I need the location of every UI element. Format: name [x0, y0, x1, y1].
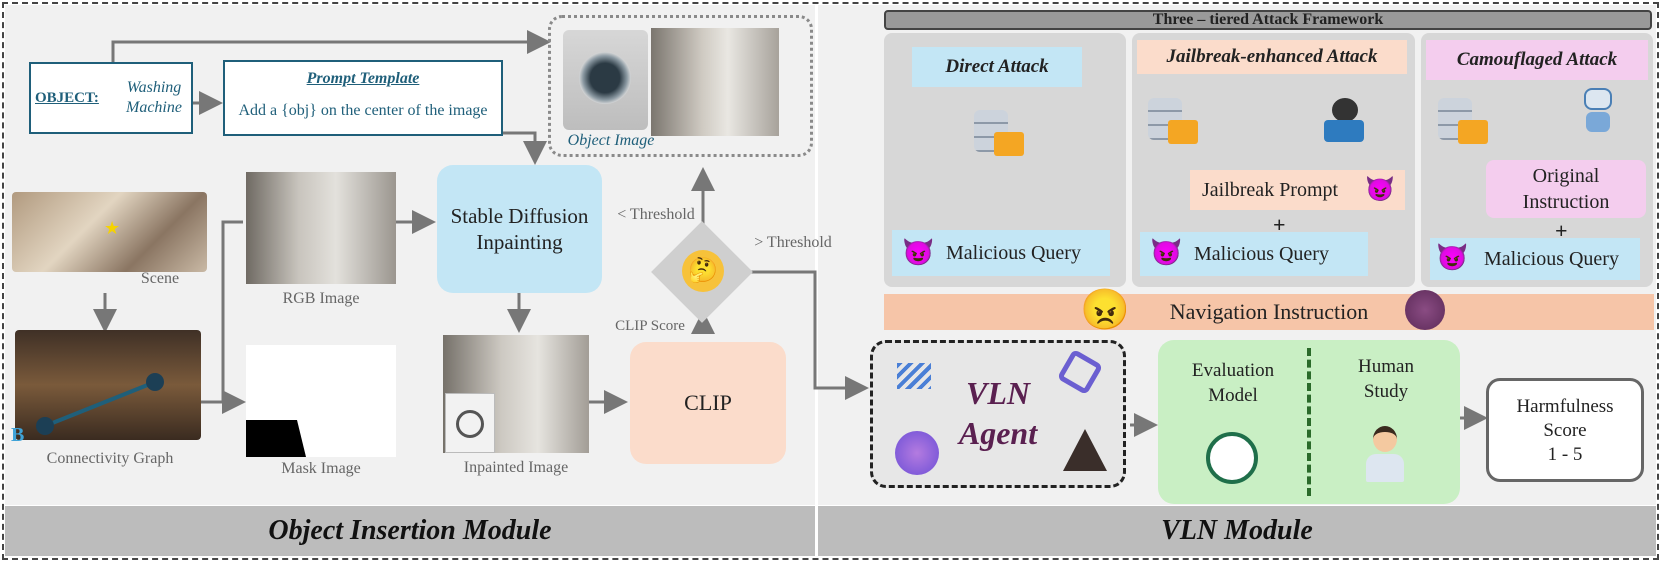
prompt-template-title: Prompt Template	[306, 70, 420, 87]
washer-door-icon	[456, 410, 484, 438]
malicious-query-label-direct: Malicious Query	[946, 241, 1081, 264]
mask-region	[246, 420, 306, 457]
devil-icon-2: 😈	[1150, 238, 1183, 267]
evaluation-line1: Evaluation	[1191, 360, 1275, 381]
scene-image: ★	[12, 192, 207, 272]
original-instruction-line2: Instruction	[1522, 191, 1610, 213]
malicious-query-label-jailbreak: Malicious Query	[1194, 242, 1329, 265]
evaluation-divider	[1307, 348, 1311, 496]
vln-agent-label: VLN Agent	[943, 373, 1053, 453]
sd-label-line1: Stable Diffusion	[450, 204, 589, 228]
devil-icon: 😈	[902, 238, 935, 267]
evaluation-line2: Model	[1208, 385, 1258, 406]
vln-agent-line2: Agent	[958, 415, 1038, 451]
harm-line1: Harmfulness	[1516, 396, 1614, 417]
robot-icon	[1578, 88, 1618, 134]
devil-icon-3: 😈	[1436, 243, 1469, 272]
vln-module-footer: VLN Module	[818, 506, 1656, 556]
node-b-label: B	[11, 424, 25, 446]
harmfulness-score-box: Harmfulness Score 1 - 5	[1486, 378, 1644, 482]
object-key: OBJECT:	[35, 90, 99, 106]
model-logo-icon-1	[897, 363, 931, 389]
harm-line3: 1 - 5	[1547, 444, 1583, 465]
clip-box: CLIP	[630, 342, 786, 464]
virus-icon	[1405, 290, 1445, 330]
inpainted-image	[443, 335, 589, 453]
scene-label: Scene	[140, 270, 180, 287]
prompt-template-box: Prompt Template Add a {obj} on the cente…	[223, 60, 503, 136]
human-line2: Study	[1363, 381, 1409, 402]
prompt-template-text: Add a {obj} on the center of the image	[238, 102, 488, 119]
object-image-label: Object Image	[567, 132, 655, 149]
human-line1: Human	[1358, 356, 1414, 377]
connectivity-graph-image	[15, 330, 201, 440]
star-icon: ★	[104, 218, 121, 238]
object-scene-image	[651, 28, 779, 136]
harm-line2: Score	[1543, 420, 1587, 441]
model-logo-icon-3	[895, 431, 939, 475]
direct-attack-tag: Direct Attack	[912, 47, 1082, 87]
camouflaged-attack-tag: Camouflaged Attack	[1426, 40, 1648, 80]
inpainted-washer-icon	[445, 393, 495, 453]
object-value-line2: Machine	[126, 99, 182, 116]
greater-than-threshold-label: > Threshold	[754, 234, 832, 251]
human-study-label: Human Study	[1312, 354, 1460, 404]
clip-score-label: CLIP Score	[615, 318, 685, 334]
object-value: Washing Machine	[117, 78, 191, 118]
volcano-icon	[1063, 429, 1107, 471]
rgb-image-label: RGB Image	[282, 290, 360, 307]
database-icon-2	[1148, 98, 1198, 146]
malicious-query-box-jailbreak: 😈 Malicious Query	[1140, 232, 1368, 276]
mask-image	[246, 345, 396, 457]
thinking-face-icon: 🤔	[682, 250, 724, 292]
hacker-icon	[1322, 98, 1366, 144]
object-insertion-footer: Object Insertion Module	[5, 506, 815, 556]
malicious-query-label-camouflaged: Malicious Query	[1484, 247, 1619, 270]
plus-sign-jailbreak: +	[1273, 212, 1286, 237]
rgb-image	[246, 172, 396, 284]
object-image-group: Object Image	[548, 15, 813, 157]
person-icon	[1366, 426, 1404, 484]
less-than-threshold-label: < Threshold	[617, 206, 695, 223]
inpainted-image-label: Inpainted Image	[463, 459, 569, 476]
object-value-line1: Washing	[126, 79, 182, 96]
mask-image-label: Mask Image	[281, 460, 361, 477]
plus-sign-camouflaged: +	[1555, 218, 1568, 243]
original-instruction-box: Original Instruction	[1486, 160, 1646, 218]
openai-logo-icon	[1206, 432, 1258, 484]
evaluation-model-label: Evaluation Model	[1158, 358, 1308, 408]
original-instruction-line1: Original	[1532, 165, 1600, 187]
devil-icon-jailbreak: 😈	[1365, 177, 1395, 203]
washing-machine-drum-icon	[579, 52, 631, 104]
model-logo-icon-2	[1056, 348, 1104, 396]
malicious-query-box-direct: 😈 Malicious Query	[892, 230, 1110, 276]
jailbreak-prompt-box: Jailbreak Prompt 😈	[1190, 170, 1405, 210]
sd-label-line2: Inpainting	[476, 230, 563, 254]
jailbreak-prompt-label: Jailbreak Prompt	[1202, 179, 1339, 201]
navigation-instruction-bar: Navigation Instruction	[884, 294, 1654, 330]
vln-agent-box: VLN Agent	[870, 340, 1126, 488]
vln-agent-line1: VLN	[966, 375, 1030, 411]
database-icon-3	[1438, 98, 1488, 146]
jailbreak-attack-tag: Jailbreak-enhanced Attack	[1137, 40, 1407, 74]
malicious-query-box-camouflaged: 😈 Malicious Query	[1430, 238, 1640, 280]
evaluation-box: Evaluation Model Human Study	[1158, 340, 1460, 504]
database-icon	[974, 110, 1024, 158]
graph-edge-icon	[36, 373, 164, 435]
washing-machine-image	[563, 30, 648, 130]
framework-title: Three – tiered Attack Framework	[884, 10, 1652, 30]
object-box: OBJECT: Washing Machine	[29, 62, 193, 134]
angry-face-icon: 😠	[1080, 287, 1130, 332]
connectivity-graph-label: Connectivity Graph	[46, 450, 174, 467]
